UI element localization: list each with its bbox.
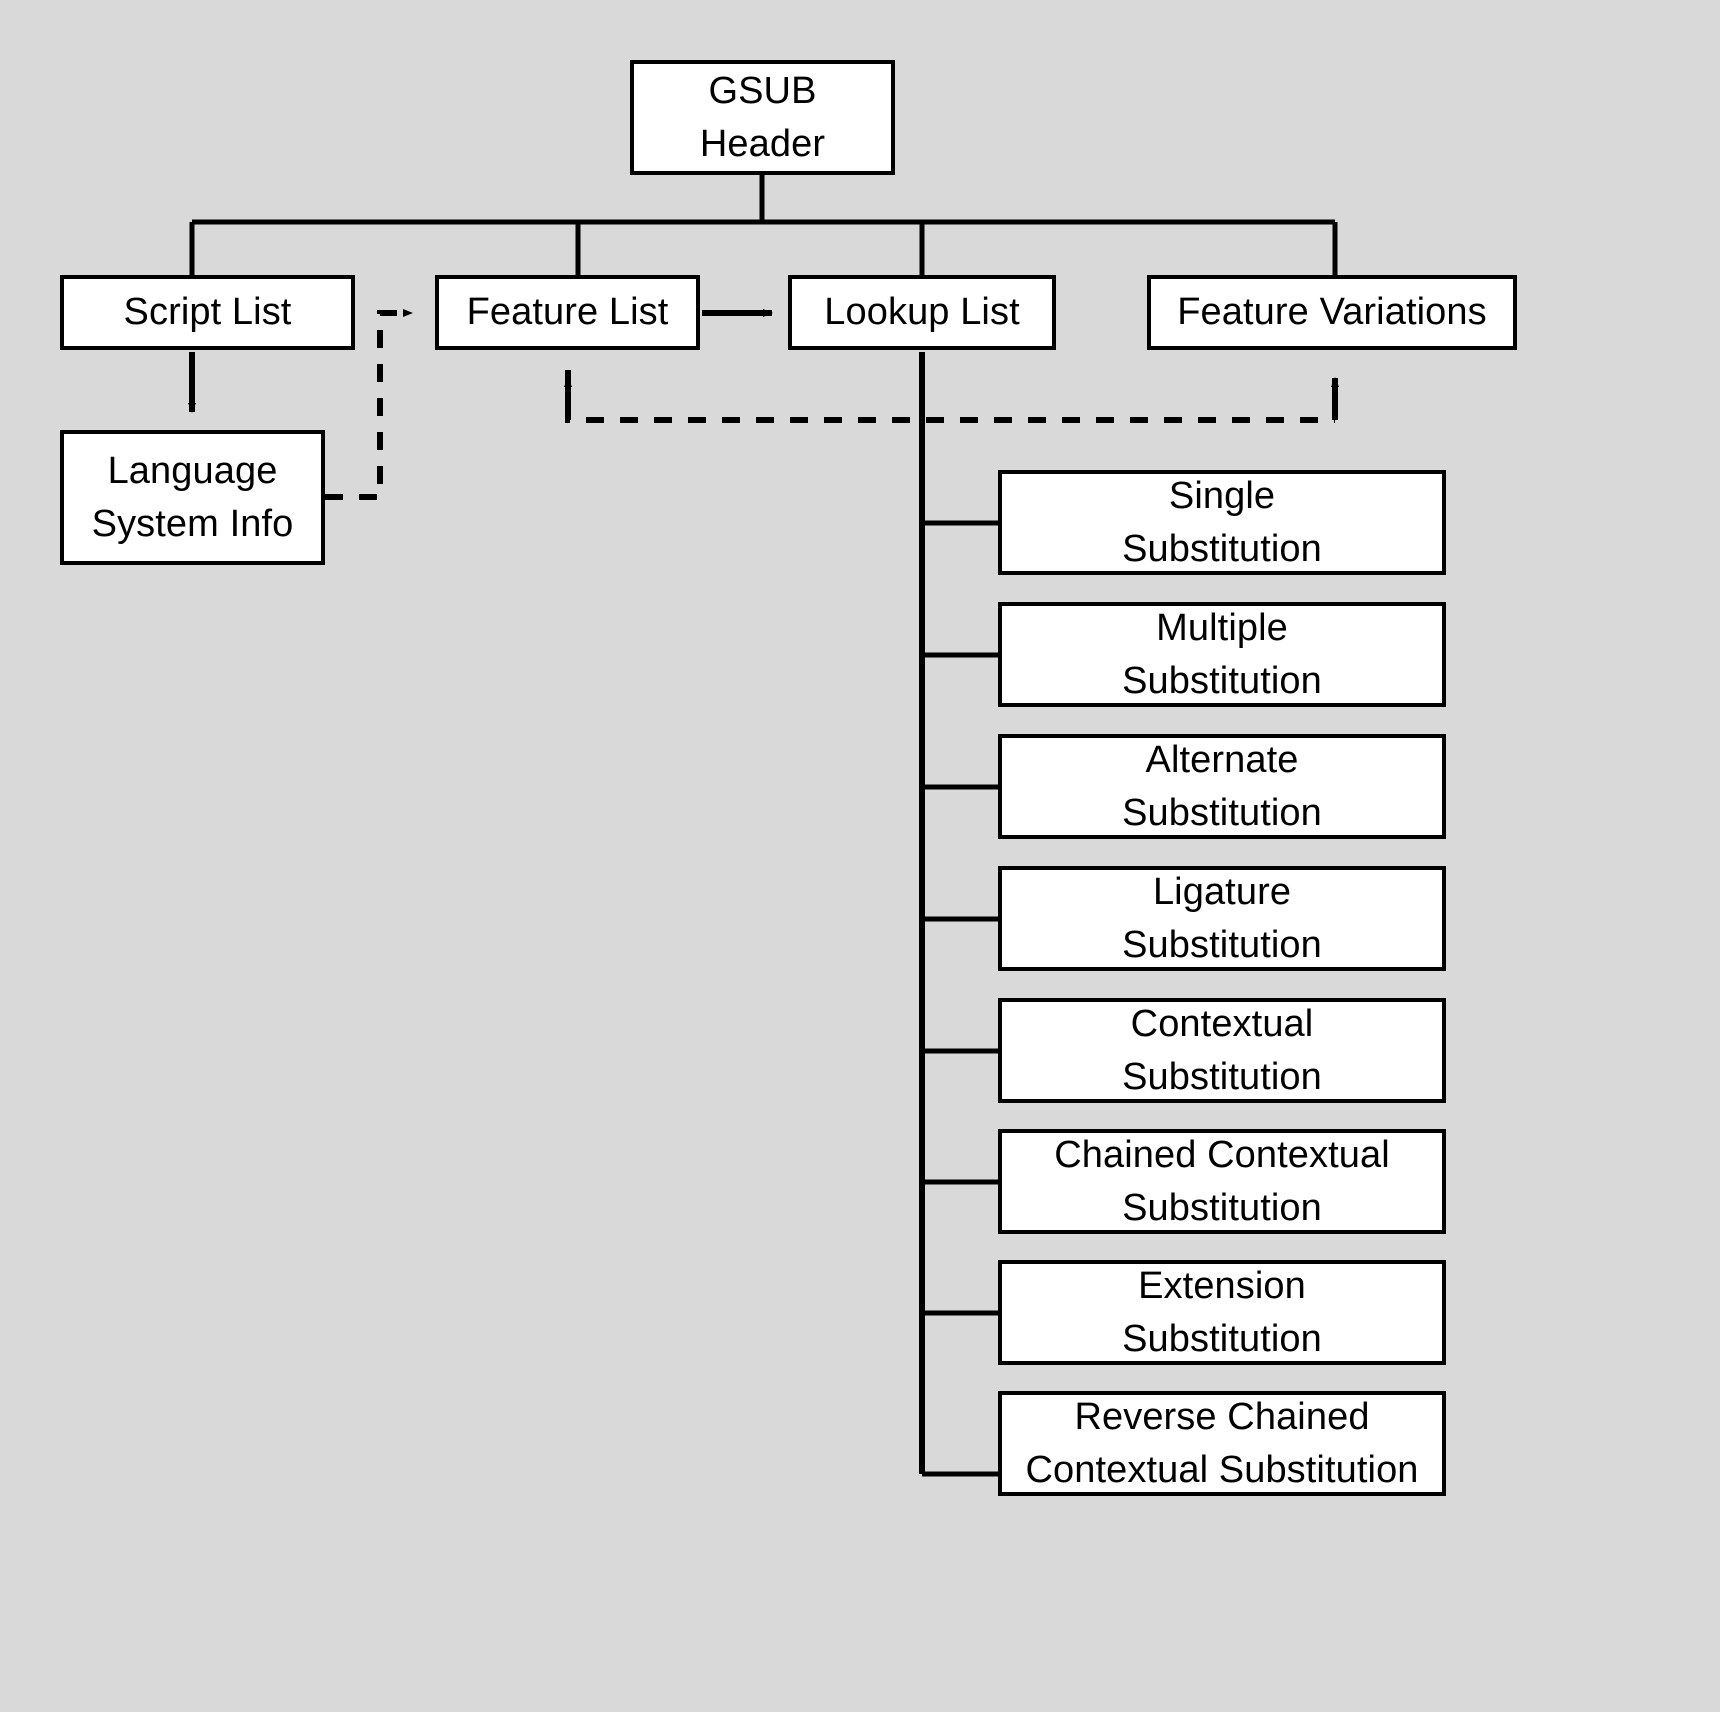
node-contextual-substitution-line1: Contextual xyxy=(1130,1003,1314,1046)
node-multiple-substitution-line2: Substitution xyxy=(1122,659,1322,702)
node-gsub-header[interactable]: GSUB Header xyxy=(630,60,895,175)
node-alternate-substitution-line2: Substitution xyxy=(1122,791,1322,834)
node-feature-variations-label: Feature Variations xyxy=(1177,291,1487,334)
node-language-system-info[interactable]: Language System Info xyxy=(60,430,325,565)
node-ligature-substitution-line2: Substitution xyxy=(1122,923,1322,966)
node-reverse-chained-contextual-substitution-line2: Contextual Substitution xyxy=(1025,1448,1419,1491)
node-ligature-substitution-line1: Ligature xyxy=(1152,871,1292,914)
node-single-substitution-line2: Substitution xyxy=(1122,527,1322,570)
node-gsub-header-line1: GSUB xyxy=(708,70,817,113)
node-alternate-substitution-line1: Alternate xyxy=(1145,739,1299,782)
node-feature-list-label: Feature List xyxy=(466,291,669,334)
node-reverse-chained-contextual-substitution-line1: Reverse Chained xyxy=(1074,1396,1370,1439)
node-single-substitution-line1: Single xyxy=(1168,475,1276,518)
edge-gsub-to-children xyxy=(189,175,1338,275)
node-extension-substitution-line1: Extension xyxy=(1138,1265,1306,1308)
edge-lookup-list-to-subtables xyxy=(919,352,998,1477)
node-multiple-substitution-line1: Multiple xyxy=(1156,607,1288,650)
node-alternate-substitution[interactable]: Alternate Substitution xyxy=(998,734,1446,839)
node-single-substitution[interactable]: Single Substitution xyxy=(998,470,1446,575)
node-lookup-list[interactable]: Lookup List xyxy=(788,275,1056,350)
node-language-system-info-line2: System Info xyxy=(91,502,294,545)
node-extension-substitution-line2: Substitution xyxy=(1122,1317,1322,1360)
node-chained-contextual-substitution-line2: Substitution xyxy=(1122,1186,1322,1229)
node-contextual-substitution[interactable]: Contextual Substitution xyxy=(998,998,1446,1103)
node-extension-substitution[interactable]: Extension Substitution xyxy=(998,1260,1446,1365)
node-feature-list[interactable]: Feature List xyxy=(435,275,700,350)
node-gsub-header-line2: Header xyxy=(699,122,826,165)
node-reverse-chained-contextual-substitution[interactable]: Reverse Chained Contextual Substitution xyxy=(998,1391,1446,1496)
node-chained-contextual-substitution-line1: Chained Contextual xyxy=(1054,1134,1390,1177)
node-contextual-substitution-line2: Substitution xyxy=(1122,1055,1322,1098)
node-chained-contextual-substitution[interactable]: Chained Contextual Substitution xyxy=(998,1129,1446,1234)
node-script-list-label: Script List xyxy=(123,291,292,334)
node-script-list[interactable]: Script List xyxy=(60,275,355,350)
node-language-system-info-line1: Language xyxy=(107,450,278,493)
node-feature-variations[interactable]: Feature Variations xyxy=(1147,275,1517,350)
edge-lookup-list-references xyxy=(564,370,1339,423)
node-multiple-substitution[interactable]: Multiple Substitution xyxy=(998,602,1446,707)
node-lookup-list-label: Lookup List xyxy=(824,291,1020,334)
node-ligature-substitution[interactable]: Ligature Substitution xyxy=(998,866,1446,971)
